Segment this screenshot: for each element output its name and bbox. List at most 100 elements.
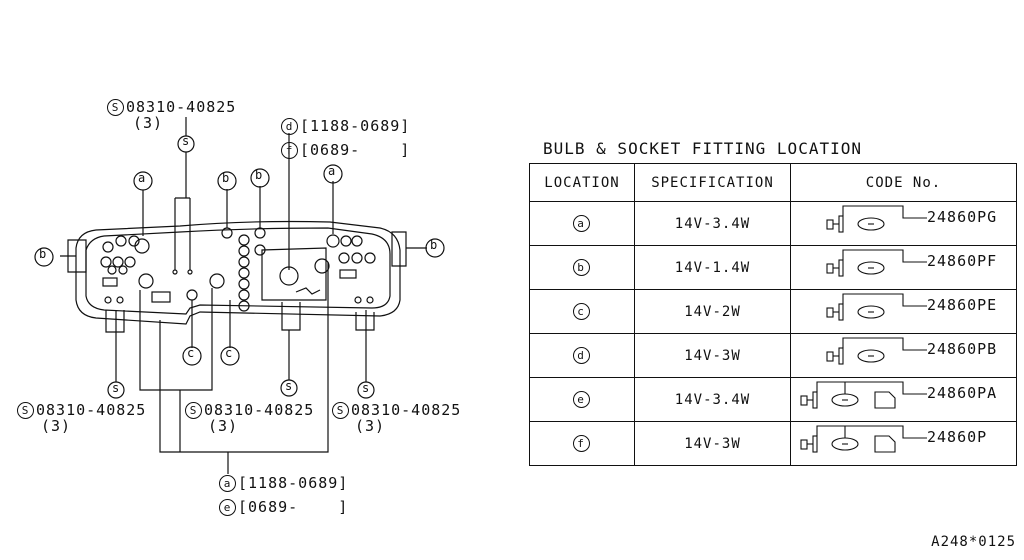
- callout-circles: [34, 135, 445, 399]
- header-location: LOCATION: [529, 163, 635, 202]
- location-d-icon: d: [281, 118, 298, 135]
- bulb-socket-icon: [826, 249, 927, 277]
- location-f-icon: f: [572, 435, 590, 452]
- note-a-text: [1188-0689]: [238, 474, 349, 492]
- code-number: 24860PA: [927, 384, 998, 402]
- bulb-socket-assembly-icon: [800, 381, 927, 409]
- row-spec: 14V-3W: [634, 421, 791, 466]
- table-row: b 14V-1.4W 24860PF: [529, 245, 1017, 290]
- note-e-text: [0689- ]: [238, 498, 349, 516]
- callout-c-2: c: [225, 346, 234, 360]
- row-location: b: [529, 245, 635, 290]
- screw-qty-bottom-mid: (3): [208, 417, 239, 435]
- callout-b-right: b: [430, 238, 439, 252]
- location-c-icon: c: [572, 303, 590, 320]
- leaders: [60, 117, 427, 382]
- bulb-socket-icon: [826, 293, 927, 321]
- row-spec: 14V-2W: [634, 289, 791, 334]
- row-spec: 14V-1.4W: [634, 245, 791, 290]
- row-spec: 14V-3.4W: [634, 377, 791, 422]
- callout-c-1: c: [187, 346, 196, 360]
- callout-b-top-2: b: [255, 168, 264, 182]
- row-code: 24860PB: [790, 333, 1017, 378]
- code-number: 24860P: [927, 428, 988, 446]
- code-number: 24860PB: [927, 340, 998, 358]
- row-spec: 14V-3W: [634, 333, 791, 378]
- table-row: d 14V-3W 24860PB: [529, 333, 1017, 378]
- screw-part-number: 08310-40825: [126, 98, 237, 116]
- right-socket-group: [104, 234, 376, 304]
- row-code: 24860PE: [790, 289, 1017, 334]
- location-e-icon: e: [572, 391, 590, 408]
- table-row: a 14V-3.4W 24860PG: [529, 201, 1017, 246]
- table-row: e 14V-3.4W 24860PA: [529, 377, 1017, 422]
- code-number: 24860PF: [927, 252, 998, 270]
- callout-a-right: a: [328, 164, 337, 178]
- location-f-icon: f: [281, 142, 298, 159]
- left-socket-group: [100, 235, 225, 303]
- bottom-wiring: [139, 262, 329, 474]
- table-row: f 14V-3W 24860P: [529, 421, 1017, 466]
- header-code: CODE No.: [790, 163, 1017, 202]
- screw-qty-top: (3): [133, 114, 164, 132]
- callout-b-left: b: [39, 247, 48, 261]
- row-location: a: [529, 201, 635, 246]
- code-number: 24860PE: [927, 296, 998, 314]
- code-number: 24860PG: [927, 208, 998, 226]
- center-socket-column: [221, 227, 266, 312]
- location-a-icon: a: [572, 215, 590, 232]
- cluster-housing-inner: [85, 227, 391, 315]
- note-f-text: [0689- ]: [300, 141, 411, 159]
- instrument-cluster-diagram: [34, 117, 445, 474]
- bulb-socket-assembly-icon: [800, 425, 927, 453]
- note-d-range: d[1188-0689]: [281, 117, 410, 135]
- table-header-row: LOCATION SPECIFICATION CODE No.: [529, 163, 1017, 202]
- callout-b-top-1: b: [222, 171, 231, 185]
- cluster-housing-outline: [75, 220, 401, 325]
- callout-s-top: s: [182, 134, 191, 148]
- note-f-range: f[0689- ]: [281, 141, 410, 159]
- header-specification: SPECIFICATION: [634, 163, 791, 202]
- row-code: 24860PG: [790, 201, 1017, 246]
- row-code: 24860PA: [790, 377, 1017, 422]
- screw-part-number: 08310-40825: [351, 401, 462, 419]
- callout-s-bl: s: [112, 381, 121, 395]
- bulb-socket-icon: [826, 337, 927, 365]
- row-location: f: [529, 421, 635, 466]
- callout-s-bm: s: [285, 379, 294, 393]
- location-e-icon: e: [219, 499, 236, 516]
- note-d-text: [1188-0689]: [300, 117, 411, 135]
- location-d-icon: d: [572, 347, 590, 364]
- right-bracket: [391, 231, 407, 267]
- bulb-socket-icon: [826, 205, 927, 233]
- note-a-range: a[1188-0689]: [219, 474, 348, 492]
- screw-top-post: [174, 197, 191, 270]
- center-panel: [261, 247, 327, 301]
- row-location: d: [529, 333, 635, 378]
- row-location: c: [529, 289, 635, 334]
- location-a-icon: a: [219, 475, 236, 492]
- callout-a-left: a: [138, 171, 147, 185]
- note-e-range: e[0689- ]: [219, 498, 348, 516]
- screw-mark-icon: S: [17, 402, 34, 419]
- screw-mark-icon: S: [107, 99, 124, 116]
- row-code: 24860PF: [790, 245, 1017, 290]
- row-spec: 14V-3.4W: [634, 201, 791, 246]
- bulb-socket-table: LOCATION SPECIFICATION CODE No. a 14V-3.…: [529, 163, 1017, 466]
- left-bracket: [67, 239, 87, 273]
- row-code: 24860P: [790, 421, 1017, 466]
- location-b-icon: b: [572, 259, 590, 276]
- screw-mark-icon: S: [332, 402, 349, 419]
- screw-qty-bottom-left: (3): [41, 417, 72, 435]
- table-row: c 14V-2W 24860PE: [529, 289, 1017, 334]
- screw-mark-icon: S: [185, 402, 202, 419]
- table-title: BULB & SOCKET FITTING LOCATION: [543, 139, 862, 158]
- screw-part-number: 08310-40825: [36, 401, 147, 419]
- screw-part-number: 08310-40825: [204, 401, 315, 419]
- callout-s-br: s: [362, 381, 371, 395]
- figure-reference: A248*0125: [931, 534, 1016, 550]
- screw-qty-bottom-right: (3): [355, 417, 386, 435]
